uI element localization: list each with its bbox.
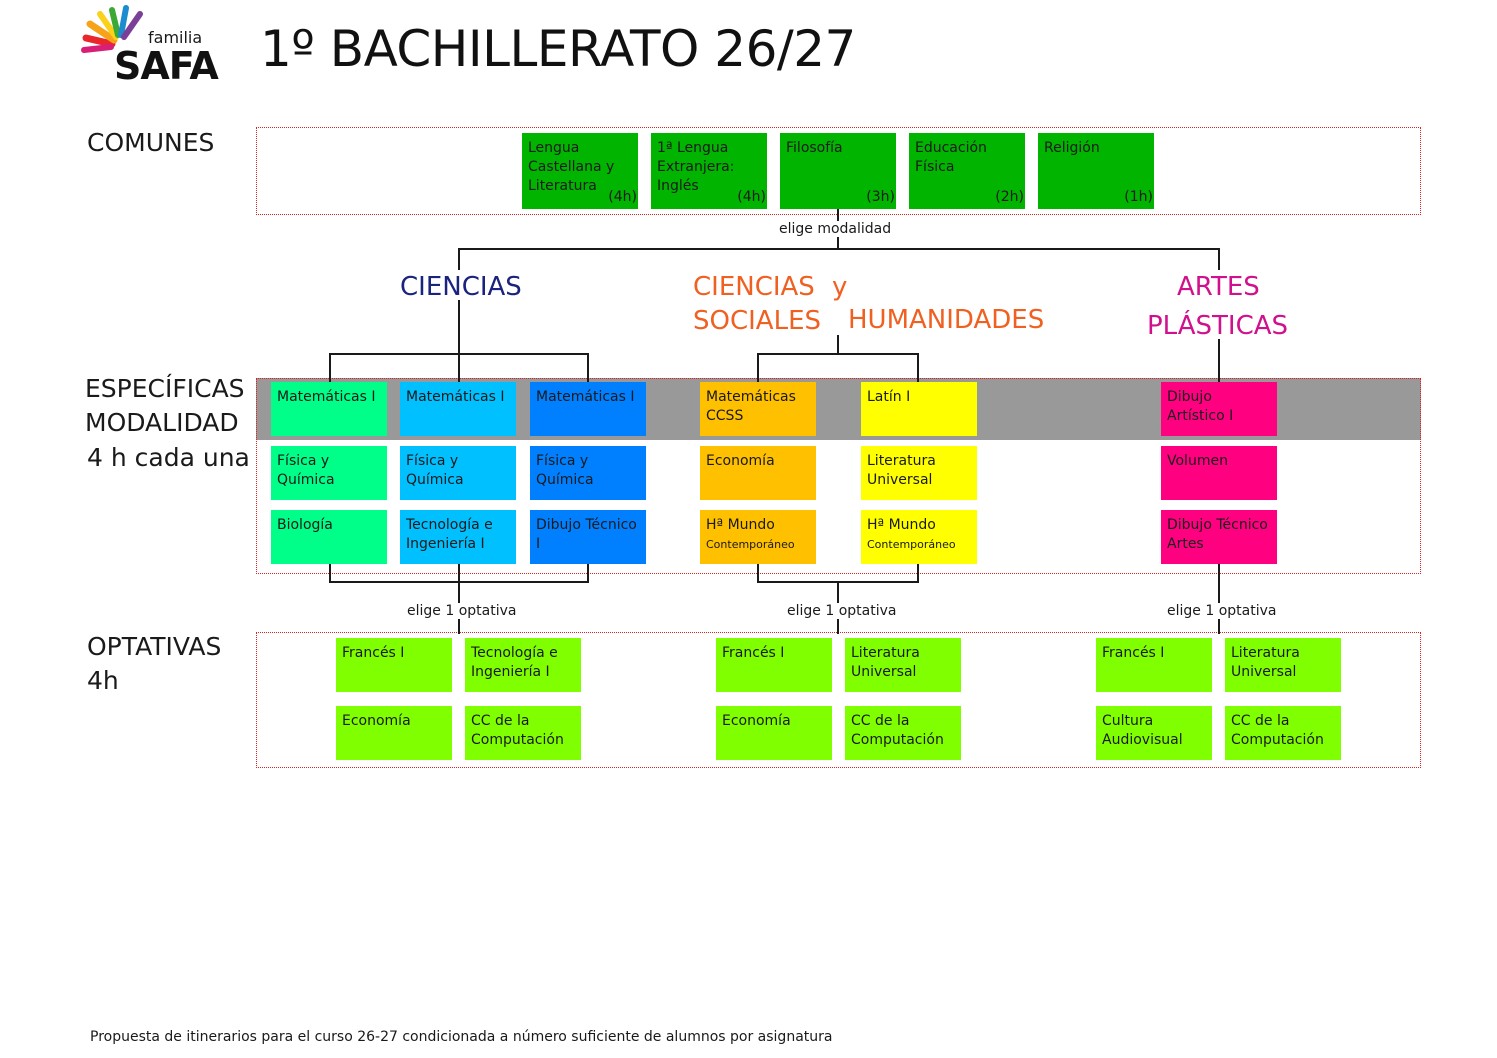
esp-ciencias-3-mat: Matemáticas I	[530, 382, 646, 436]
connector-line	[329, 581, 589, 583]
esp-ccss-historia-sub: Contemporáneo	[706, 538, 795, 551]
modalidad-ciencias: CIENCIAS	[400, 272, 522, 302]
esp-ciencias-1-bio: Biología	[271, 510, 387, 564]
comun-religion-name: Religión	[1044, 140, 1100, 156]
connector-line	[458, 248, 1220, 250]
esp-hum-latin: Latín I	[861, 382, 977, 436]
opt-artes-audiovisual: Cultura Audiovisual	[1096, 706, 1212, 760]
modalidad-artes-1: ARTES	[1177, 272, 1260, 302]
connector-line	[1218, 564, 1220, 634]
connector-line	[587, 564, 589, 583]
comun-filosofia-hours: (3h)	[866, 189, 895, 205]
opt-ccss-literatura: Literatura Universal	[845, 638, 961, 692]
comun-ef-name: Educación Física	[915, 140, 987, 175]
connector-line	[917, 564, 919, 583]
elige-optativa-ccss: elige 1 optativa	[785, 603, 899, 619]
esp-ciencias-1-fq: Física y Química	[271, 446, 387, 500]
logo-familia: familia	[148, 28, 203, 47]
modalidad-ccss-1: CIENCIAS	[693, 272, 815, 302]
esp-ciencias-2-fq: Física y Química	[400, 446, 516, 500]
modalidad-ccss-2: SOCIALES	[693, 306, 821, 336]
connector-line	[837, 335, 839, 355]
comun-ef-hours: (2h)	[995, 189, 1024, 205]
opt-ciencias-computacion: CC de la Computación	[465, 706, 581, 760]
esp-ciencias-3-dibujo: Dibujo Técnico I	[530, 510, 646, 564]
connector-line	[757, 353, 919, 355]
label-especificas: ESPECÍFICAS	[85, 374, 245, 403]
connector-line	[329, 353, 331, 382]
opt-ccss-economia: Economía	[716, 706, 832, 760]
esp-hum-historia-title: Hª Mundo	[867, 517, 936, 533]
page-title: 1º BACHILLERATO 26/27	[260, 20, 856, 78]
label-comunes: COMUNES	[87, 128, 215, 157]
esp-hum-historia-sub: Contemporáneo	[867, 538, 956, 551]
opt-ciencias-tecnologia: Tecnología e Ingeniería I	[465, 638, 581, 692]
comun-filosofia: Filosofía (3h)	[780, 133, 896, 209]
footer-note: Propuesta de itinerarios para el curso 2…	[90, 1029, 833, 1045]
esp-ciencias-2-tec: Tecnología e Ingeniería I	[400, 510, 516, 564]
connector-line	[329, 353, 589, 355]
connector-line	[917, 353, 919, 382]
modalidad-artes-2: PLÁSTICAS	[1147, 311, 1289, 341]
esp-artes-dibujo: Dibujo Artístico I	[1161, 382, 1277, 436]
connector-line	[757, 353, 759, 382]
comun-ingles-name: 1ª Lengua Extranjera: Inglés	[657, 140, 735, 194]
connector-line	[757, 564, 759, 583]
label-optativas-4h: 4h	[87, 666, 119, 695]
elige-optativa-ciencias: elige 1 optativa	[405, 603, 519, 619]
comun-religion: Religión (1h)	[1038, 133, 1154, 209]
opt-artes-computacion: CC de la Computación	[1225, 706, 1341, 760]
comun-religion-hours: (1h)	[1124, 189, 1153, 205]
label-optativas: OPTATIVAS	[87, 632, 222, 661]
opt-ccss-computacion: CC de la Computación	[845, 706, 961, 760]
esp-artes-dibujo-tecnico: Dibujo Técnico Artes	[1161, 510, 1277, 564]
comun-ingles: 1ª Lengua Extranjera: Inglés (4h)	[651, 133, 767, 209]
esp-ccss-historia-title: Hª Mundo	[706, 517, 775, 533]
opt-artes-frances: Francés I	[1096, 638, 1212, 692]
connector-line	[458, 564, 460, 634]
comun-filosofia-name: Filosofía	[786, 140, 843, 156]
comun-lengua-hours: (4h)	[608, 189, 637, 205]
safa-logo: familia SAFA	[78, 4, 219, 88]
logo-safa: SAFA	[114, 44, 219, 88]
label-modalidad: MODALIDAD	[85, 408, 239, 437]
comun-lengua-name: Lengua Castellana y Literatura	[528, 140, 615, 194]
opt-ciencias-frances: Francés I	[336, 638, 452, 692]
esp-ccss-historia: Hª Mundo Contemporáneo	[700, 510, 816, 564]
comun-lengua: Lengua Castellana y Literatura (4h)	[522, 133, 638, 209]
esp-ccss-economia: Economía	[700, 446, 816, 500]
elige-optativa-artes: elige 1 optativa	[1165, 603, 1279, 619]
region-especificas	[256, 378, 1421, 574]
esp-ciencias-2-mat: Matemáticas I	[400, 382, 516, 436]
esp-ciencias-1-mat: Matemáticas I	[271, 382, 387, 436]
esp-hum-historia: Hª Mundo Contemporáneo	[861, 510, 977, 564]
esp-ciencias-3-fq: Física y Química	[530, 446, 646, 500]
logo-brush-icon	[81, 5, 143, 53]
modalidad-humanidades: HUMANIDADES	[848, 305, 1045, 335]
connector-line	[587, 353, 589, 382]
label-4h-cada-una: 4 h cada una	[87, 443, 250, 472]
comun-ingles-hours: (4h)	[737, 189, 766, 205]
connector-line	[458, 300, 460, 382]
esp-artes-volumen: Volumen	[1161, 446, 1277, 500]
connector-line	[1218, 248, 1220, 270]
comun-educacion-fisica: Educación Física (2h)	[909, 133, 1025, 209]
modalidad-y: y	[832, 272, 848, 302]
connector-line	[458, 248, 460, 270]
connector-line	[1218, 339, 1220, 382]
opt-ccss-frances: Francés I	[716, 638, 832, 692]
esp-hum-literatura: Literatura Universal	[861, 446, 977, 500]
elige-modalidad-label: elige modalidad	[777, 221, 894, 237]
esp-ccss-mat: Matemáticas CCSS	[700, 382, 816, 436]
connector-line	[329, 564, 331, 583]
opt-artes-literatura: Literatura Universal	[1225, 638, 1341, 692]
opt-ciencias-economia: Economía	[336, 706, 452, 760]
